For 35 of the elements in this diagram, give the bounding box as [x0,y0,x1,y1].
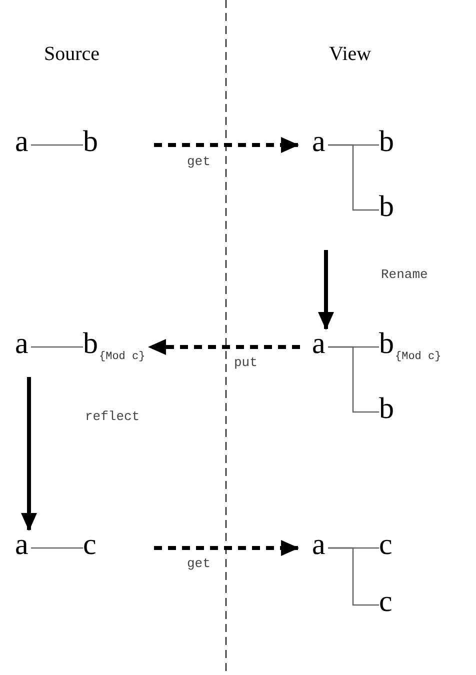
edge-label: get [186,155,212,168]
column-heading: Source [44,44,100,64]
tree-node-label: a [15,530,31,560]
tree-line [31,547,83,549]
tree-node-label: a [15,329,31,359]
tree-node-label: b [379,127,395,157]
arrow [148,339,300,355]
annotation-subscript: {Mod c} [395,352,442,363]
edge-label: put [233,356,258,369]
tree-line [31,144,83,146]
tree-node-label: a [312,329,328,359]
tree-node-label: c [83,530,99,560]
tree-node-label: c [379,530,395,560]
tree-line [328,547,379,606]
tree-node-label: b [379,192,395,222]
tree-line [328,144,379,211]
arrow [21,377,37,531]
edge-label: reflect [84,410,141,423]
tree-node-label: a [15,127,31,157]
tree-node-label: b [379,394,395,424]
arrow [318,250,334,330]
tree-node-label: b [379,329,394,359]
annotation-subscript: {Mod c} [99,352,146,363]
tree-line [31,346,83,348]
tree-node-label: b [83,127,99,157]
edge-label: Rename [380,268,429,281]
tree-line [328,346,379,413]
tree-node-label: c [379,587,395,617]
tree-node-label: b [83,329,98,359]
column-heading: View [329,44,372,64]
tree-node-label: a [312,127,328,157]
edge-label: get [186,557,212,570]
arrow [154,540,299,556]
arrow [154,137,299,153]
tree-node-label: a [312,530,328,560]
